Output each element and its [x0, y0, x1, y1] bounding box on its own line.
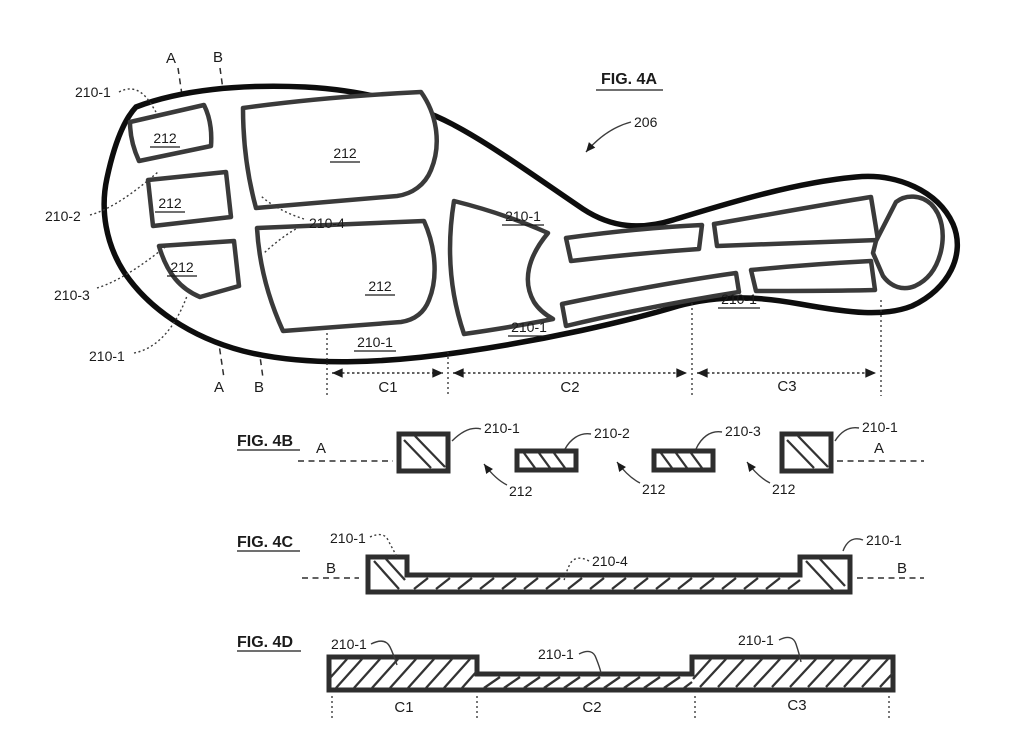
leader-210-1-middle	[578, 650, 602, 674]
leader-210-1	[834, 426, 860, 442]
leader-210-2	[89, 171, 159, 216]
section-a-label-right: A	[874, 440, 884, 457]
section-sole-profile	[326, 654, 896, 693]
fig-4c: FIG. 4C B B 210-1 210-4 210-1	[237, 530, 924, 595]
section-b-label-top: B	[213, 49, 223, 66]
heel-pod	[870, 194, 945, 291]
hatch-lines	[329, 658, 894, 689]
ref-210-1-label: 210-1	[738, 632, 774, 648]
forefoot-lug-bottom	[254, 218, 437, 334]
ref-210-1-underlined-labels: 210-1 210-1 210-1 210-1	[354, 208, 760, 352]
ref-210-1-label: 210-1	[505, 208, 541, 224]
leader-210-1	[451, 427, 482, 442]
section-a-label-top: A	[166, 50, 176, 67]
ref-212-label: 212	[642, 481, 666, 497]
section-block-210-1-right	[779, 431, 834, 474]
ref-210-1-label: 210-1	[538, 646, 574, 662]
dim-c3-label: C3	[787, 697, 806, 714]
ref-210-1-label: 210-1	[357, 334, 393, 350]
ref-210-1-label: 210-1	[331, 636, 367, 652]
ref-210-2-label: 210-2	[45, 208, 81, 224]
ref-210-1-label: 210-1	[484, 420, 520, 436]
ref-210-1-label: 210-1	[75, 84, 111, 100]
shank-strip-bottom-left	[559, 270, 742, 329]
ref-210-1-label: 210-1	[721, 291, 757, 307]
ref-212-label: 212	[158, 195, 182, 211]
hatch-lines	[373, 558, 846, 591]
shank-strip-top-left	[563, 222, 705, 264]
ref-210-1-label: 210-1	[862, 419, 898, 435]
ref-210-1-label: 210-1	[511, 319, 547, 335]
leader-210-4-lower	[263, 224, 305, 254]
ref-206-label: 206	[634, 114, 658, 130]
ref-210-1-label: 210-1	[330, 530, 366, 546]
section-block-210-1-left	[396, 431, 451, 474]
ref-210-3-label: 210-3	[725, 423, 761, 439]
hatch-lines	[523, 452, 566, 469]
ref-210-2-label: 210-2	[594, 425, 630, 441]
forefoot-lug-top	[240, 89, 439, 211]
leader-210-1-right	[778, 636, 802, 663]
tread-lugs	[127, 89, 945, 337]
fig-4c-title: FIG. 4C	[237, 534, 293, 551]
ref-212-label: 212	[509, 483, 533, 499]
fig-4b-title: FIG. 4B	[237, 433, 293, 450]
ref-210-4-label: 210-4	[309, 215, 345, 231]
leader-212-arrow	[746, 461, 771, 484]
leader-210-1-right	[842, 538, 864, 552]
fig-4d-title: FIG. 4D	[237, 634, 293, 651]
dim-c2-label: C2	[582, 699, 601, 716]
shank-strip-bottom-right	[748, 258, 878, 294]
left-reference-labels: 210-1 210-2 210-3 210-1	[45, 84, 188, 364]
ref-212-labels: 212 212 212 212 212	[150, 130, 395, 296]
leader-206-arrow	[585, 121, 632, 153]
ref-212-label: 212	[170, 259, 194, 275]
ref-212-label: 212	[333, 145, 357, 161]
ref-210-4-label: 210-4	[592, 553, 628, 569]
leader-212-arrow	[616, 461, 641, 484]
dimension-zones: C1 C2 C3	[326, 300, 882, 396]
leader-210-3	[695, 431, 723, 450]
fig-4d: FIG. 4D 210-1 210-1 210-1	[237, 632, 896, 720]
shank-strip-top-right	[711, 194, 881, 249]
fig-4a-title: FIG. 4A	[601, 71, 657, 88]
midfoot-lug	[447, 198, 556, 337]
hatch-lines	[660, 452, 703, 469]
leader-210-1-top-left	[118, 88, 157, 113]
ref-212-label: 212	[368, 278, 392, 294]
toe-lug-3	[156, 238, 242, 300]
ref-212-label: 212	[772, 481, 796, 497]
hatch-lines	[403, 435, 446, 469]
ref-210-1-label: 210-1	[866, 532, 902, 548]
fig-4a: FIG. 4A A B A B 212 212	[45, 49, 960, 396]
dim-c3-label: C3	[777, 378, 796, 395]
leader-210-1-left	[370, 640, 398, 666]
dimension-zones: C1 C2 C3	[331, 696, 890, 720]
leader-210-1-left	[369, 533, 398, 558]
leader-212-arrow	[483, 463, 508, 486]
ref-212-label: 212	[153, 130, 177, 146]
leader-210-2	[564, 433, 592, 450]
fig-4b: FIG. 4B A A 210-1 210-2	[237, 419, 924, 499]
section-a-label-bottom: A	[214, 379, 224, 396]
ref-210-1-label: 210-1	[89, 348, 125, 364]
dim-c2-label: C2	[560, 379, 579, 396]
section-b-label-right: B	[897, 560, 907, 577]
hatch-lines	[786, 435, 829, 469]
dim-c1-label: C1	[394, 699, 413, 716]
section-a-label-left: A	[316, 440, 326, 457]
ref-210-3-label: 210-3	[54, 287, 90, 303]
section-b-label-bottom: B	[254, 379, 264, 396]
section-b-label-left: B	[326, 560, 336, 577]
dim-c1-label: C1	[378, 379, 397, 396]
section-blocks	[396, 431, 834, 474]
